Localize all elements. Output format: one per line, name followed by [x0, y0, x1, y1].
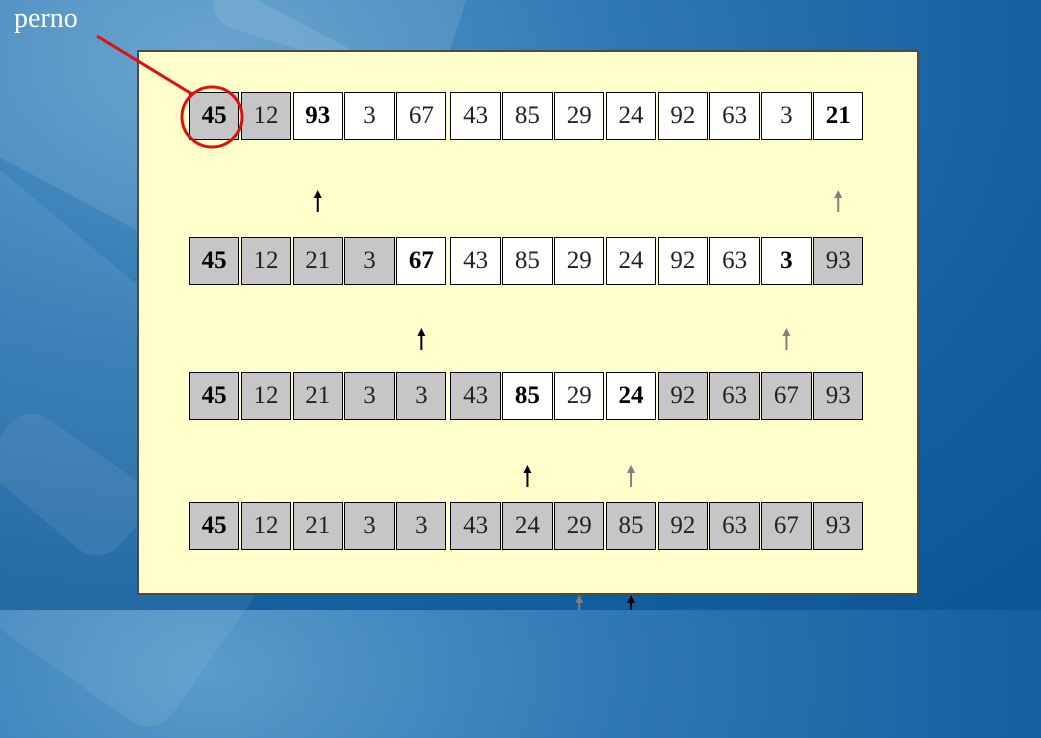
array-cell: 3 — [761, 237, 812, 285]
right-pointer-arrow — [627, 465, 636, 487]
pivot-cell: 45 — [189, 372, 240, 420]
pivot-circle — [180, 85, 244, 149]
array-cell: 3 — [344, 237, 395, 285]
array-cell: 63 — [709, 372, 760, 420]
array-cell: 63 — [709, 237, 760, 285]
array-cell: 67 — [396, 92, 447, 140]
array-cell: 29 — [554, 92, 605, 140]
pivot-pointer-line — [96, 34, 193, 96]
array-cell: 12 — [240, 372, 292, 420]
array-cell: 3 — [344, 372, 395, 420]
left-pointer-arrow — [523, 465, 532, 487]
array-cell: 12 — [240, 92, 292, 140]
array-cell: 43 — [450, 372, 501, 420]
pivot-label: perno — [14, 3, 78, 34]
left-pointer-arrow — [417, 328, 426, 350]
array-cell: 43 — [450, 92, 501, 140]
array-cell: 67 — [761, 372, 812, 420]
array-cell: 43 — [450, 237, 501, 285]
array-cell: 93 — [813, 237, 864, 285]
pointer-arrows — [313, 190, 843, 610]
array-cell: 12 — [240, 502, 292, 550]
pivot-cell: 45 — [189, 92, 240, 140]
array-cell: 85 — [605, 502, 657, 550]
array-cell: 3 — [344, 92, 395, 140]
array-cell: 21 — [292, 372, 343, 420]
left-pointer-arrow — [313, 190, 322, 212]
left-pointer-arrow — [627, 595, 636, 610]
diagram-overlay — [96, 34, 843, 610]
array-cell: 29 — [554, 237, 605, 285]
array-cell: 24 — [605, 372, 657, 420]
array-cell: 92 — [657, 372, 708, 420]
array-cell: 21 — [292, 502, 343, 550]
array-cell: 21 — [813, 92, 864, 140]
right-pointer-arrow — [834, 190, 843, 212]
array-cell: 67 — [396, 237, 447, 285]
right-pointer-arrow — [782, 328, 791, 350]
array-cell: 92 — [657, 502, 708, 550]
array-cell: 85 — [502, 372, 553, 420]
array-cell: 92 — [657, 237, 708, 285]
array-cell: 29 — [554, 502, 605, 550]
array-cell: 92 — [657, 92, 708, 140]
array-cell: 3 — [396, 372, 447, 420]
array-cell: 12 — [240, 237, 292, 285]
right-pointer-arrow — [575, 595, 584, 610]
array-cell: 24 — [605, 92, 657, 140]
pivot-cell: 45 — [189, 502, 240, 550]
array-cell: 63 — [709, 502, 760, 550]
array-cell: 24 — [605, 237, 657, 285]
array-cell: 29 — [554, 372, 605, 420]
array-cell: 3 — [396, 502, 447, 550]
array-cell: 85 — [502, 92, 553, 140]
array-cell: 24 — [502, 502, 553, 550]
pivot-cell: 45 — [189, 237, 240, 285]
array-cell: 3 — [761, 92, 812, 140]
array-cell: 93 — [292, 92, 343, 140]
array-cell: 85 — [502, 237, 553, 285]
array-cell: 93 — [813, 502, 864, 550]
array-cell: 63 — [709, 92, 760, 140]
array-cell: 93 — [813, 372, 864, 420]
array-cell: 21 — [292, 237, 343, 285]
array-cell: 67 — [761, 502, 812, 550]
array-cell: 43 — [450, 502, 501, 550]
array-cell: 3 — [344, 502, 395, 550]
